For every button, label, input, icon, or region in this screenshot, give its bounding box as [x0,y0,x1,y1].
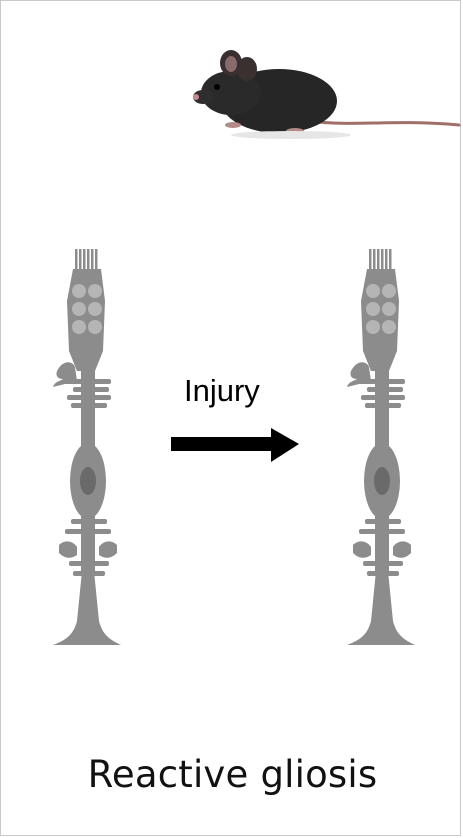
arrow-label: Injury [184,373,260,409]
reactive-muller-glia-cell-icon [337,241,427,661]
mouse-illustration [191,41,461,151]
right-arrow-icon [171,426,301,466]
muller-glia-cell-icon [43,241,133,661]
figure-caption: Reactive gliosis [1,753,463,796]
